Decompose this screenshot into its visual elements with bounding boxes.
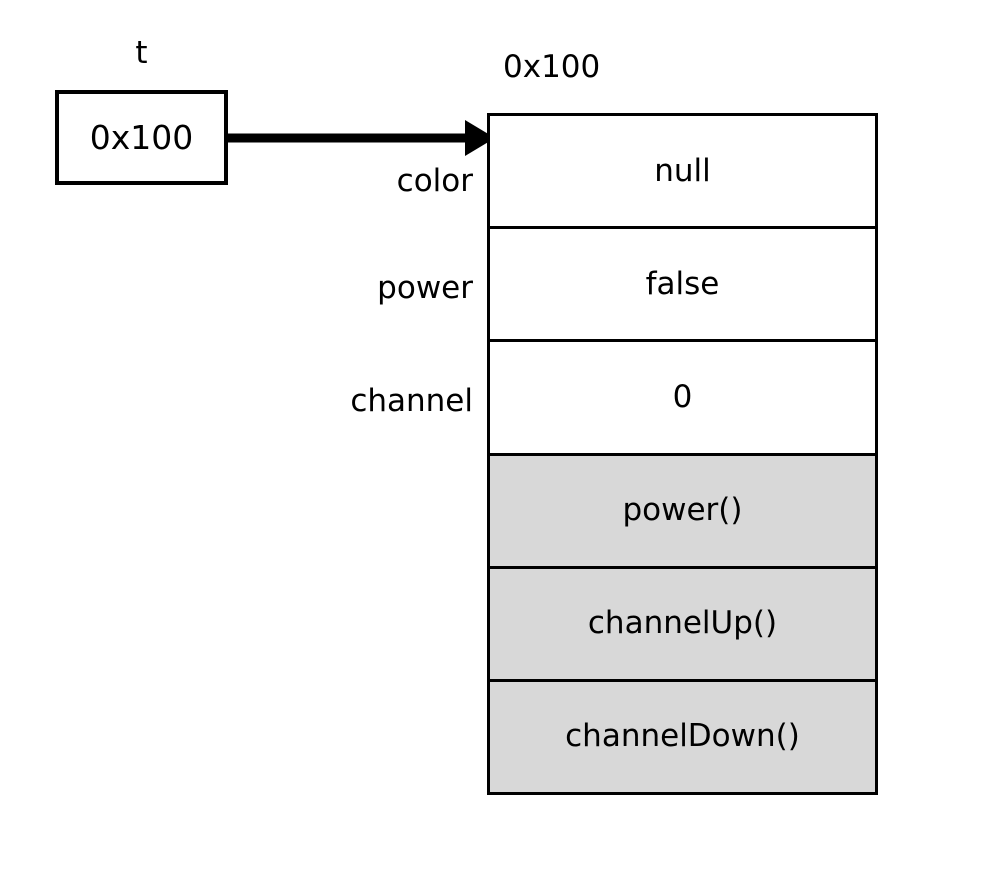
object-row-method-channelup: channelUp() bbox=[490, 568, 875, 682]
field-label-color: color bbox=[396, 163, 473, 199]
object-row-value: 0 bbox=[672, 378, 693, 415]
object-row-value: power() bbox=[622, 492, 743, 529]
object-row-value: channelUp() bbox=[587, 605, 778, 642]
object-row-value: channelDown() bbox=[565, 718, 800, 755]
field-label-power: power bbox=[377, 270, 473, 306]
object-row-channel: 0 bbox=[490, 342, 875, 456]
object-row-value: false bbox=[645, 265, 720, 302]
object-address-label: 0x100 bbox=[503, 49, 601, 85]
variable-value: 0x100 bbox=[89, 118, 194, 157]
reference-arrow-icon bbox=[226, 120, 495, 156]
variable-name-label: t bbox=[135, 35, 148, 71]
object-row-method-channeldown: channelDown() bbox=[490, 681, 875, 793]
field-label-channel: channel bbox=[350, 383, 473, 419]
object-row-power: false bbox=[490, 229, 875, 343]
variable-box: 0x100 bbox=[55, 90, 228, 185]
object-row-value: null bbox=[654, 152, 711, 189]
object-box: null false 0 power() channelUp() channel… bbox=[487, 113, 878, 795]
object-row-method-power: power() bbox=[490, 455, 875, 569]
object-row-color: null bbox=[490, 116, 875, 230]
